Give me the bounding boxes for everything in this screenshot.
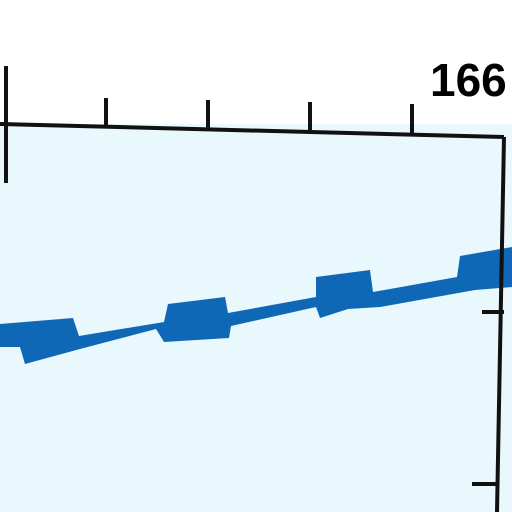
route-band: [0, 247, 512, 364]
longitude-label: 166: [430, 54, 507, 106]
graticule-ticks-top: [104, 98, 414, 135]
map-border-top: [0, 122, 505, 139]
map-border-right: [495, 136, 506, 512]
graticule-ticks-right: [472, 310, 504, 486]
